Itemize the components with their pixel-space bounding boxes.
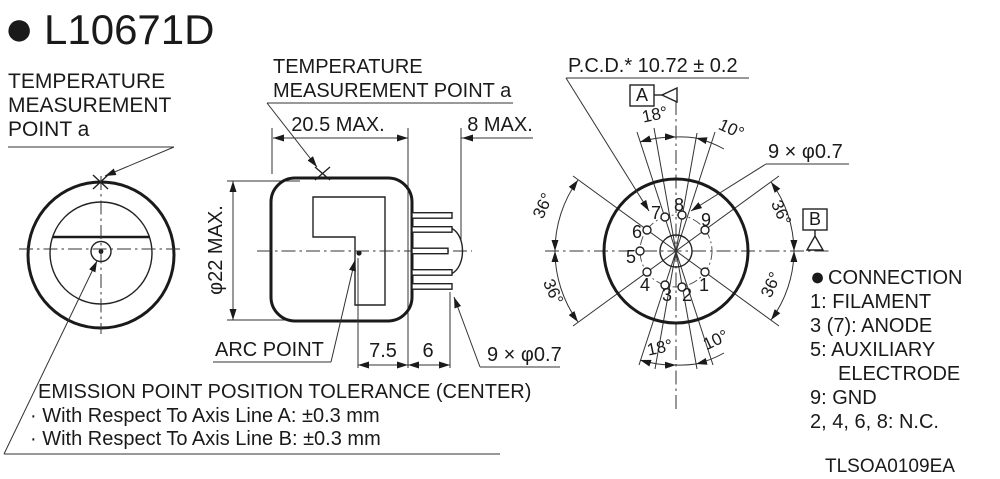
connection-item: ELECTRODE [838,363,960,385]
pin-number: 6 [632,222,642,242]
label-line: TEMPERATURE [8,70,165,93]
label-line: MEASUREMENT POINT a [273,80,512,102]
centerlines-front [19,176,183,334]
arc-point-dot [356,250,362,256]
pcd-callout: P.C.D.* 10.72 ± 0.2 [565,55,749,212]
pin-numbers: 1 2 3 4 5 6 7 8 9 [626,195,711,305]
dim-text: 6 [422,340,433,362]
connection-item: 5: AUXILIARY [810,339,935,361]
lead-pins-side [411,211,464,290]
centerlines-base [545,101,831,410]
pin-number: 3 [662,285,672,305]
angle-arcs [551,133,798,369]
callout-text: 9 × φ0.7 [487,344,562,366]
lamp-body [269,176,414,323]
arc-point-callout: ARC POINT [213,259,356,363]
label-line: POINT a [8,118,90,141]
dimension-7-5: 7.5 6 [357,258,451,369]
pin-number: 9 [701,210,711,230]
connection-item: 3 (7): ANODE [810,315,932,337]
connection-item: 9: GND [810,387,877,409]
tolerance-note: EMISSION POINT POSITION TOLERANCE (CENTE… [4,381,531,455]
document-code: TLSOA0109EA [825,456,955,477]
title-text: L10671D [44,6,214,53]
pin-note-side: 9 × φ0.7 [453,296,562,368]
temperature-point-label-mid: TEMPERATURE MEASUREMENT POINT a [266,56,513,168]
dim-text: 8 MAX. [467,114,533,136]
pin-number: 8 [674,195,684,215]
tip-circle [659,234,693,268]
angle-label: 18° [645,336,674,360]
dimension-20-5: 20.5 MAX. [271,114,409,368]
pin-base-view: 1 2 3 4 5 6 7 8 9 18° 10° 18° [529,55,849,410]
dim-text: 20.5 MAX. [291,114,384,136]
angle-label: 10° [700,326,731,354]
pin-number: 4 [640,275,650,295]
pin-number: 5 [626,247,636,267]
tolerance-item: · With Respect To Axis Line B: ±0.3 mm [30,428,381,450]
connection-bullet-icon: ● [810,263,825,291]
side-view: TEMPERATURE MEASUREMENT POINT a 20.5 MAX… [205,56,562,369]
pin-number: 2 [682,285,692,305]
pin-dots [635,210,710,292]
angle-label: 18° [640,103,669,127]
pin-note-base: 9 × φ0.7 [690,141,849,212]
page-title: ● L10671D [4,0,214,56]
callout-text: P.C.D.* 10.72 ± 0.2 [568,55,738,77]
title-bullet-icon: ● [4,0,34,56]
dim-text: φ22 MAX. [205,205,227,295]
emission-leader-line [3,260,98,455]
angle-label: 36° [757,269,785,300]
datum-b: B [802,208,828,251]
callout-text: ARC POINT [215,339,324,361]
pin-number: 1 [699,275,709,295]
tolerance-title: EMISSION POINT POSITION TOLERANCE (CENTE… [38,381,531,403]
connection-item: 2, 4, 6, 8: N.C. [810,411,939,433]
front-view: TEMPERATURE MEASUREMENT POINT a [3,70,183,455]
pin-number: 7 [651,203,661,223]
angle-label: 10° [716,115,747,143]
temperature-point-label-left: TEMPERATURE MEASUREMENT POINT a [8,70,175,177]
leader-line [104,146,175,177]
callout-text: 9 × φ0.7 [768,141,843,163]
tolerance-item: · With Respect To Axis Line A: ±0.3 mm [30,405,380,427]
datum-flag-icon [805,234,825,251]
label-line: TEMPERATURE [273,56,423,78]
connection-item: 1: FILAMENT [810,291,931,313]
angle-label: 36° [529,190,557,221]
datum-label: A [636,85,648,105]
connection-title: CONNECTION [828,267,962,289]
internal-structure [312,196,386,306]
datum-a: A [629,84,678,107]
connection-list: ● CONNECTION 1: FILAMENT 3 (7): ANODE 5:… [810,263,962,433]
dimension-8-max: 8 MAX. [460,114,533,242]
base-outline [602,177,750,325]
label-line: MEASUREMENT [8,94,172,117]
dim-text: 7.5 [369,340,397,362]
datum-flag-icon [660,86,678,104]
exhaust-tip [451,227,464,275]
pitch-circle [639,214,713,288]
datum-label: B [809,209,821,229]
angle-label: 36° [539,276,567,307]
